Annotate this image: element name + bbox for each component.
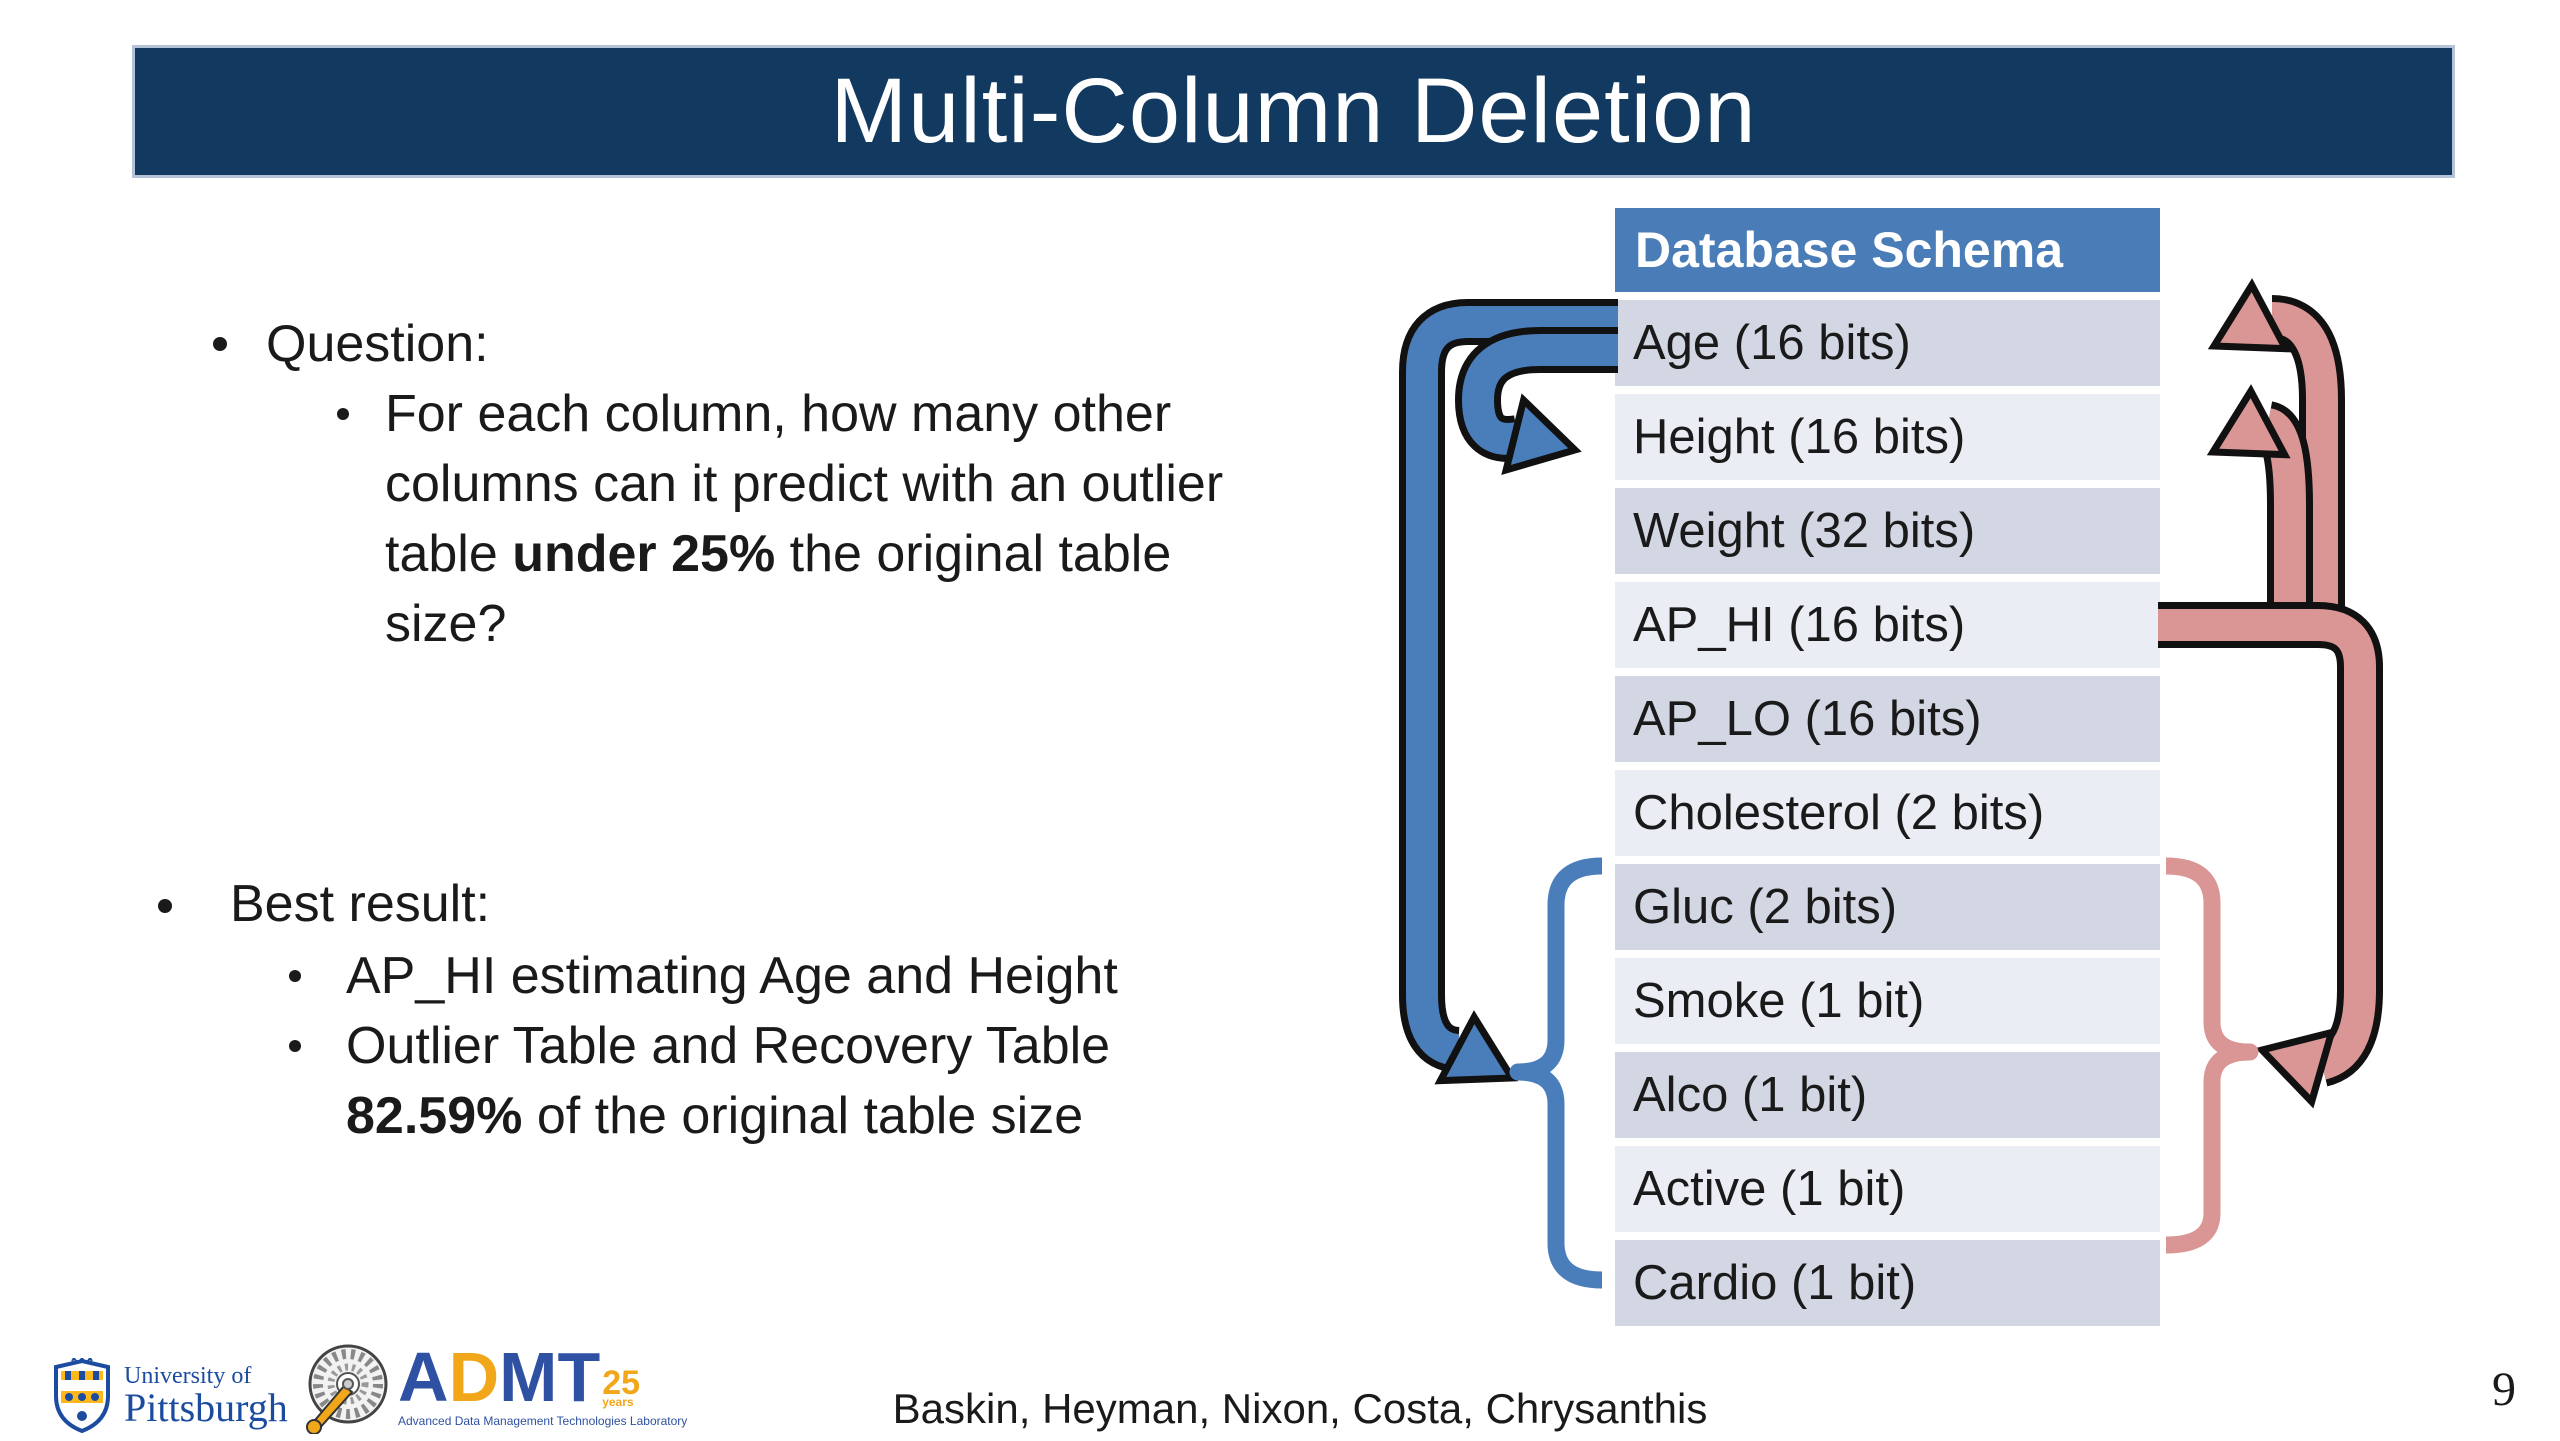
table-row-smoke: Smoke (1 bit) [1615,958,2160,1044]
admt-tagline: Advanced Data Management Technologies La… [398,1414,688,1428]
question-line-3-post: the original table [775,525,1172,583]
footer-authors: Baskin, Heyman, Nixon, Costa, Chrysanthi… [892,1385,1708,1432]
question-heading: Question: [266,315,489,373]
bullet-dot [158,899,172,913]
database-schema-table: Database Schema Age (16 bits) Height (16… [1615,208,2160,1326]
table-row-weight: Weight (32 bits) [1615,488,2160,574]
admt-letter-a: A [398,1338,449,1416]
blue-arrow-age-to-height [1455,327,1618,475]
admt-25: 25 [602,1364,641,1402]
blue-arrow-age-to-lower-group [1399,299,1618,1085]
arrowhead-icon [2206,384,2291,459]
arrowhead-icon [1434,1010,1519,1085]
table-row-height: Height (16 bits) [1615,394,2160,480]
table-row-ap-lo: AP_LO (16 bits) [1615,676,2160,762]
question-line-3: table under 25% the original table [385,528,1171,580]
bullet-dot [289,970,301,982]
question-line-3-bold: under 25% [512,525,776,583]
question-line-4: size? [385,595,507,653]
best-result-item-1: AP_HI estimating Age and Height [346,947,1118,1005]
pink-brace-gluc-to-active [2165,857,2259,1254]
admt-years-label: years [602,1395,634,1409]
bullet-dot [213,337,227,351]
pitt-wordmark-line-2: Pittsburgh [124,1385,288,1430]
slide-title-bar: Multi-Column Deletion [132,45,2455,178]
blue-brace-gluc-to-cardio [1509,857,1603,1289]
pitt-shield-icon [54,1358,110,1434]
university-of-pittsburgh-logo: University of Pittsburgh [52,1358,288,1434]
best-result-item-2-line-1: Outlier Table and Recovery Table [346,1017,1111,1075]
pitt-wordmark: University of Pittsburgh [124,1364,288,1428]
admt-letter-t: T [557,1338,601,1416]
admt-letter-m: M [499,1338,558,1416]
bullet-dot [337,408,349,420]
table-row-cardio: Cardio (1 bit) [1615,1240,2160,1326]
page-number: 9 [2492,1363,2516,1416]
table-row-active: Active (1 bit) [1615,1146,2160,1232]
bullet-dot [289,1040,301,1052]
best-result-item-2-line-2: 82.59% of the original table size [346,1090,1083,1142]
best-result-item-2-bold: 82.59% [346,1087,523,1145]
slide-title: Multi-Column Deletion [830,60,1757,162]
best-result-item-2-post: of the original table size [522,1087,1084,1145]
arrowhead-icon [2207,278,2292,353]
arrowhead-icon [1501,393,1582,475]
arrowhead-icon [2255,1027,2337,1109]
table-row-alco: Alco (1 bit) [1615,1052,2160,1138]
pink-arrow-ap-hi-to-height [2206,384,2313,645]
question-line-3-pre: table [385,525,513,583]
admt-disc-icon [306,1344,388,1434]
pitt-wordmark-line-1: University of [124,1363,252,1389]
question-line-1: For each column, how many other [385,385,1172,443]
best-result-heading: Best result: [230,875,491,933]
table-row-gluc: Gluc (2 bits) [1615,864,2160,950]
pink-arrow-ap-hi-to-age [2207,278,2345,645]
table-row-cholesterol: Cholesterol (2 bits) [1615,770,2160,856]
schema-table-header: Database Schema [1615,208,2160,292]
admt-letter-d: D [448,1338,500,1416]
table-row-age: Age (16 bits) [1615,300,2160,386]
table-row-ap-hi: AP_HI (16 bits) [1615,582,2160,668]
pink-arrow-ap-hi-to-lower-group [2158,602,2383,1109]
question-line-2: columns can it predict with an outlier [385,455,1224,513]
